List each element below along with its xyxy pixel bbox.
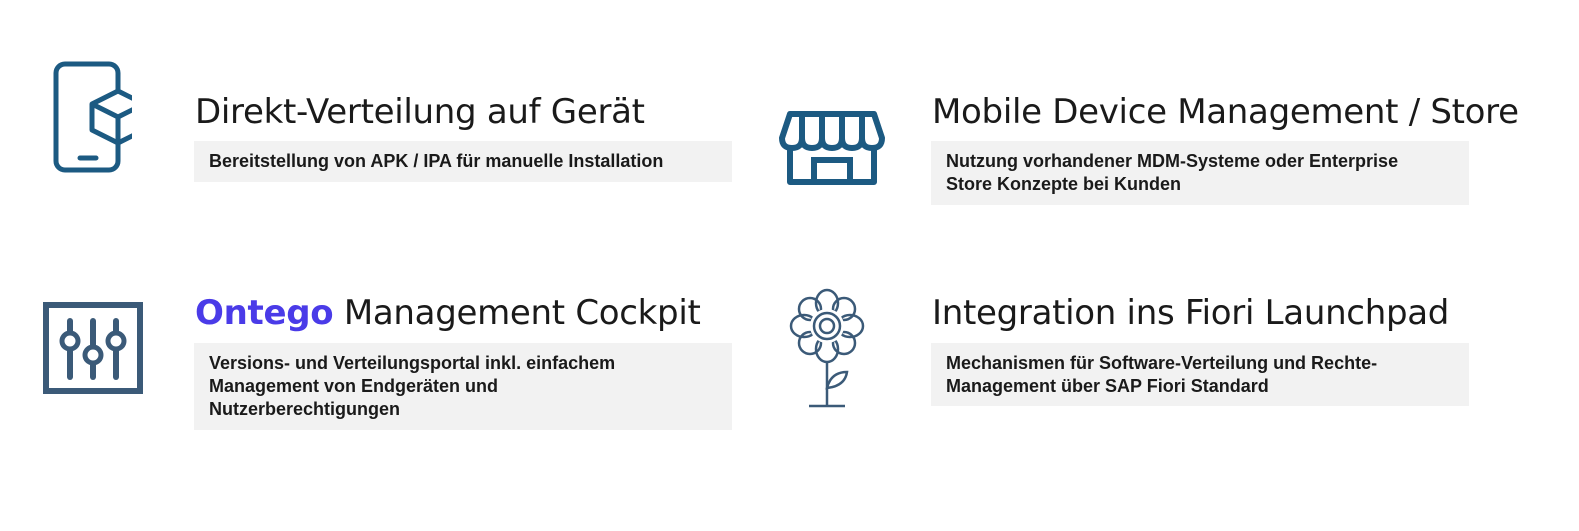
feature-description: Versions- und Verteilungsportal inkl. ei… <box>194 343 732 430</box>
storefront-icon <box>778 108 886 186</box>
feature-title: Direkt-Verteilung auf Gerät <box>195 92 645 132</box>
ontego-brand: Ontego <box>195 293 334 333</box>
feature-title: Ontego Management Cockpit <box>195 293 701 333</box>
feature-description: Nutzung vorhandener MDM-Systeme oder Ent… <box>931 141 1469 205</box>
feature-title-text: Management Cockpit <box>333 293 701 333</box>
flower-icon <box>787 288 867 410</box>
phone-cube-icon <box>52 60 132 174</box>
sliders-icon <box>42 301 144 395</box>
feature-title: Integration ins Fiori Launchpad <box>932 293 1450 333</box>
feature-description: Mechanismen für Software-Verteilung und … <box>931 343 1469 406</box>
feature-description: Bereitstellung von APK / IPA für manuell… <box>194 141 732 182</box>
feature-title: Mobile Device Management / Store <box>932 92 1519 132</box>
